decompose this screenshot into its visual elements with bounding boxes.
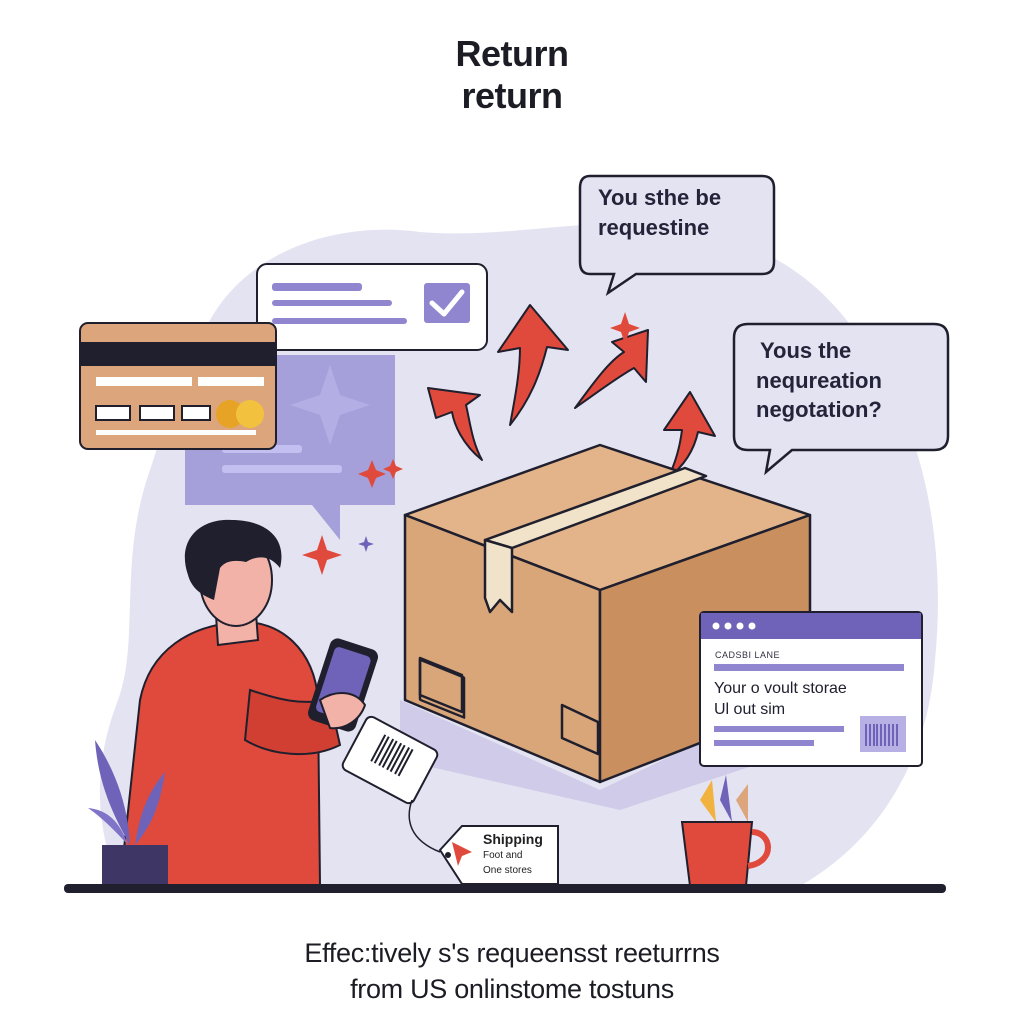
speech-bubble-top [578,174,776,297]
store-window-line-2: Ul out sim [714,701,786,718]
shipping-tag-title: Shipping [483,831,543,847]
speech-bubble-right [732,322,950,476]
title-line-1: Return [455,33,570,74]
caption-line-2: from US onlinstome tostuns [350,974,674,1004]
shipping-tag-line-2: Foot and [483,850,523,861]
store-window-line-1: Your o voult storae [714,680,847,697]
credit-card-icon [79,322,277,450]
hair [184,519,282,600]
sparkle-icon [302,312,640,575]
barcode-label [341,715,441,853]
bubble-top-line-2: requestine [598,215,710,240]
ground-line [64,884,946,893]
shipping-tag [438,825,559,885]
sparkle-icon [290,365,370,445]
bubble-top-line-1: You sthe be [598,185,722,210]
bubble-right-line-1: Yous the [760,338,852,363]
pencil-cup-icon [680,775,771,887]
store-window-label: CADSBI LANE [715,650,781,660]
barcode-icon [860,716,906,752]
arrow-icon [427,304,716,479]
caption-line-1: Effec:tively s's requeensst reeturrns [304,938,720,968]
plant-icon [88,740,168,886]
store-window [699,611,923,767]
person [118,519,378,887]
bubble-right-line-3: negotation? [756,397,882,422]
title-line-2: return [461,75,563,116]
bubble-right-line-2: nequreation [756,368,882,393]
shipping-tag-line-3: One stores [483,865,532,876]
